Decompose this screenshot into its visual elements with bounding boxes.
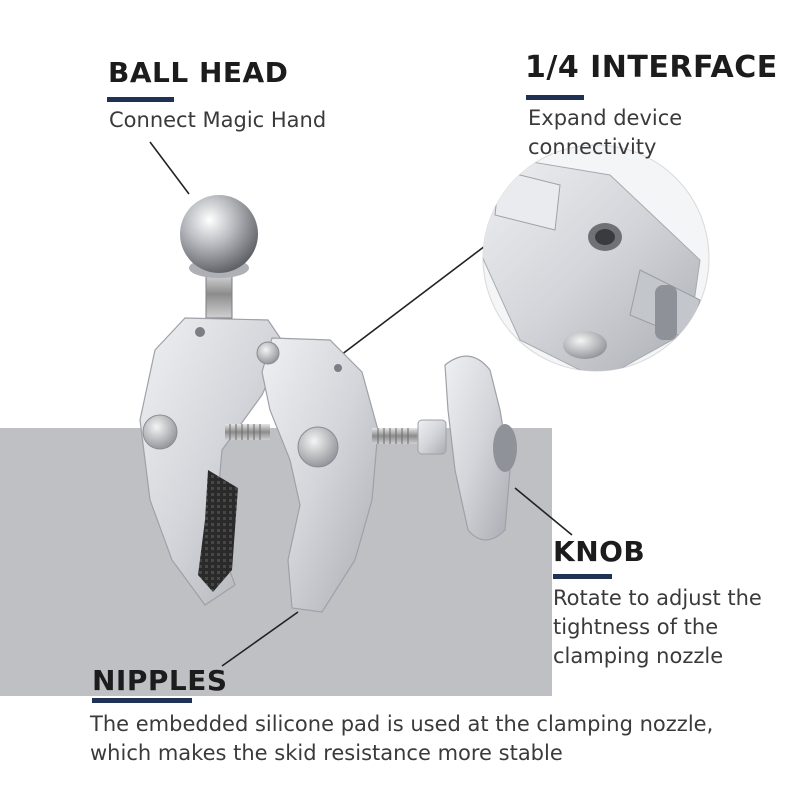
knob-leader-line [514,487,573,536]
knob-title: KNOB [553,535,646,568]
knob-description-line: clamping nozzle [553,644,724,668]
knob-description-line: Rotate to adjust the [553,586,762,610]
ball-head-leader-line [149,141,190,195]
ball-head-title: BALL HEAD [108,56,289,89]
interface-leader-line [340,245,486,356]
nipples-description: The embedded silicone pad is used at the… [90,710,713,768]
ball-head-description-line: Connect Magic Hand [109,108,327,132]
nipples-description-line: which makes the skid resistance more sta… [90,741,563,765]
ball-head-mount [180,195,258,319]
knob-description: Rotate to adjust the tightness of the cl… [553,584,762,671]
interface-zoom-inset [482,144,710,372]
nipples-description-line: The embedded silicone pad is used at the… [90,712,714,736]
interface-title: 1/4 INTERFACE [525,50,778,85]
clamp-right-jaw [256,337,379,613]
ball-head-accent-bar [107,97,174,102]
nipples-accent-bar [92,698,192,703]
clamp-left-jaw [139,317,286,606]
interface-description-line: Expand device [528,106,683,130]
ball-head-description: Connect Magic Hand [109,106,326,135]
nipples-leader-line [221,611,299,667]
knob-description-line: tightness of the [553,615,719,639]
nipples-title: NIPPLES [92,664,228,697]
interface-accent-bar [526,95,584,100]
interface-description: Expand device connectivity [528,104,682,162]
interface-description-line: connectivity [528,135,657,159]
knob-accent-bar [553,574,612,579]
knob [417,355,517,541]
threaded-screw [225,424,427,444]
